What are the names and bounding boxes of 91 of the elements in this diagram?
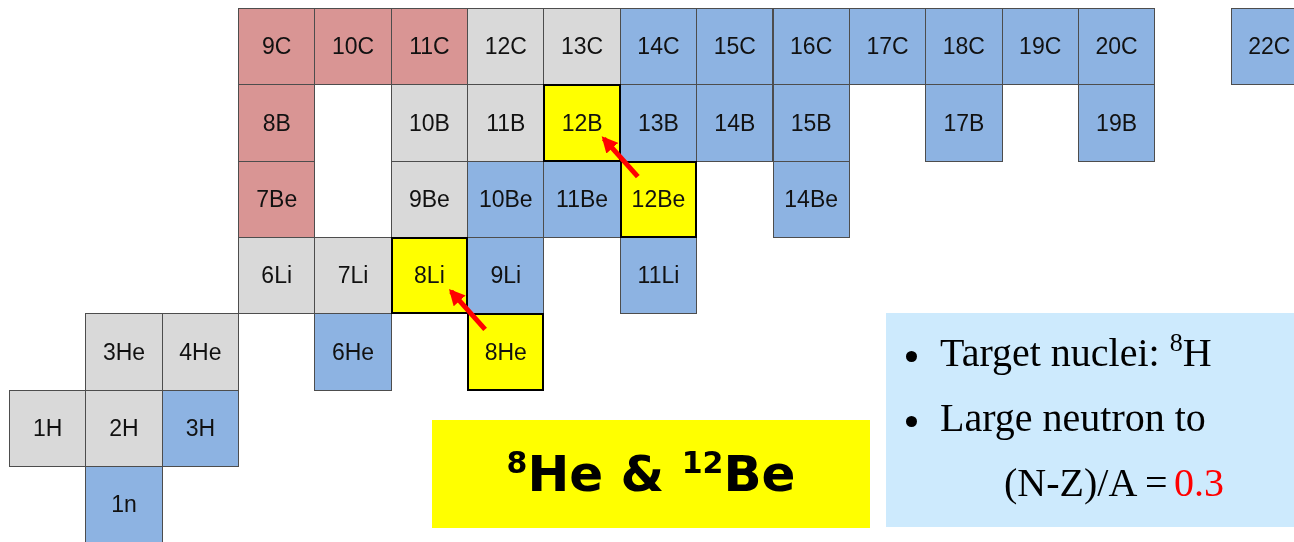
nuclide-label: 14B	[714, 109, 756, 137]
nuclide-cell	[390, 8, 469, 86]
nuclide-label: 11Li	[637, 262, 680, 290]
nuclide-label: 11Be	[556, 185, 609, 213]
nuclide-cell	[238, 160, 316, 239]
title-banner	[432, 420, 870, 528]
nuclide-label: 4He	[179, 338, 222, 366]
highlighted-nuclide-cell	[467, 313, 545, 391]
nuclide-label: 3H	[185, 414, 216, 442]
stable-nuclide-cell	[543, 8, 621, 86]
nuclide-label: 9Li	[490, 262, 522, 290]
nuclide-label: 10B	[408, 109, 450, 137]
nuclide-label: 8Li	[414, 262, 445, 290]
nuclide-label: 1n	[111, 491, 137, 519]
nuclide-label: 13B	[638, 109, 679, 137]
nuclide-cell	[696, 84, 774, 162]
nuclide-cell	[925, 84, 1003, 162]
nuclide-cell	[772, 8, 850, 86]
stable-nuclide-cell	[161, 313, 240, 391]
nuclide-cell	[619, 237, 698, 315]
nuclide-label: 9C	[262, 33, 292, 61]
stable-nuclide-cell	[85, 389, 163, 468]
nuclide-cell	[1077, 84, 1156, 162]
nuclide-cell	[238, 84, 316, 162]
nuclide-label: 19B	[1096, 109, 1138, 137]
formula-value: 0.3	[1174, 463, 1224, 503]
formula-text: (N-Z)/A =	[1004, 463, 1168, 503]
arrow	[601, 136, 640, 179]
nuclide-cell	[467, 160, 545, 239]
nuclide-cell	[848, 8, 927, 86]
nuclide-cell	[314, 313, 392, 391]
stable-nuclide-cell	[238, 237, 316, 315]
nuclide-label: 17C	[866, 33, 909, 61]
nuclide-label: 15C	[713, 33, 756, 61]
nuclide-label: 14Be	[784, 185, 839, 213]
nuclide-label: 10C	[331, 33, 375, 61]
nuclide-label: 3He	[102, 338, 146, 366]
banner-text: $^{8}$He & $^{12}$Be	[506, 445, 796, 503]
nuclide-cell	[467, 237, 545, 315]
stable-nuclide-cell	[390, 160, 469, 239]
nuclide-cell	[1001, 8, 1079, 86]
nuclide-cell	[619, 8, 698, 86]
nuclide-label: 2H	[109, 414, 139, 442]
nuclide-label: 6Li	[261, 262, 293, 290]
highlighted-nuclide-cell	[619, 160, 698, 239]
nuclide-cell	[1077, 8, 1156, 86]
nuclide-cell	[161, 389, 240, 468]
nuclide-label: 8He	[484, 338, 527, 366]
highlighted-nuclide-cell	[390, 237, 469, 315]
nuclide-label: 13C	[561, 33, 604, 61]
nuclide-label: 11C	[409, 33, 450, 61]
nuclide-label: 18C	[942, 33, 985, 61]
stable-nuclide-cell	[390, 84, 469, 162]
nuclide-label: 15B	[790, 109, 832, 137]
nuclide-label: 16C	[790, 33, 833, 61]
nuclide-cell	[619, 84, 698, 162]
nuclide-cell	[925, 8, 1003, 86]
bullet-text: Large neutron to	[940, 398, 1206, 438]
nuclide-cell	[543, 160, 621, 239]
nuclide-cell	[772, 84, 850, 162]
highlighted-nuclide-cell	[543, 84, 621, 162]
nuclide-cell	[772, 160, 850, 239]
nuclide-cell	[696, 8, 774, 86]
nuclide-label: 12C	[484, 33, 527, 61]
nuclide-label: 7Li	[337, 262, 369, 290]
nuclide-label: 14C	[637, 33, 680, 61]
nuclide-label: 8B	[262, 109, 291, 137]
stable-nuclide-cell	[9, 389, 87, 468]
arrow	[448, 289, 487, 332]
nuclide-cell	[85, 466, 163, 542]
nuclide-label: 17B	[943, 109, 985, 137]
nuclide-label: 12Be	[631, 185, 686, 213]
bullet-text: Target nuclei: $^{8}$H	[940, 333, 1212, 373]
nuclide-label: 6He	[331, 338, 375, 366]
nuclide-label: 9Be	[408, 185, 450, 213]
stable-nuclide-cell	[467, 84, 545, 162]
nuclide-label: 11B	[486, 109, 526, 137]
nuclide-label: 12B	[561, 109, 603, 137]
nuclide-label: 7Be	[256, 185, 298, 213]
nuclide-label: 10Be	[478, 185, 533, 213]
stable-nuclide-cell	[85, 313, 163, 391]
nuclide-label: 1H	[32, 414, 63, 442]
info-panel	[886, 313, 1294, 527]
nuclide-label: 19C	[1019, 33, 1062, 61]
nuclide-label: 20C	[1095, 33, 1138, 61]
nuclide-cell	[314, 8, 392, 86]
nuclide-label: 22C	[1248, 33, 1291, 61]
stable-nuclide-cell	[467, 8, 545, 86]
nuclide-cell	[238, 8, 316, 86]
nuclide-cell	[1230, 8, 1294, 86]
stable-nuclide-cell	[314, 237, 392, 315]
